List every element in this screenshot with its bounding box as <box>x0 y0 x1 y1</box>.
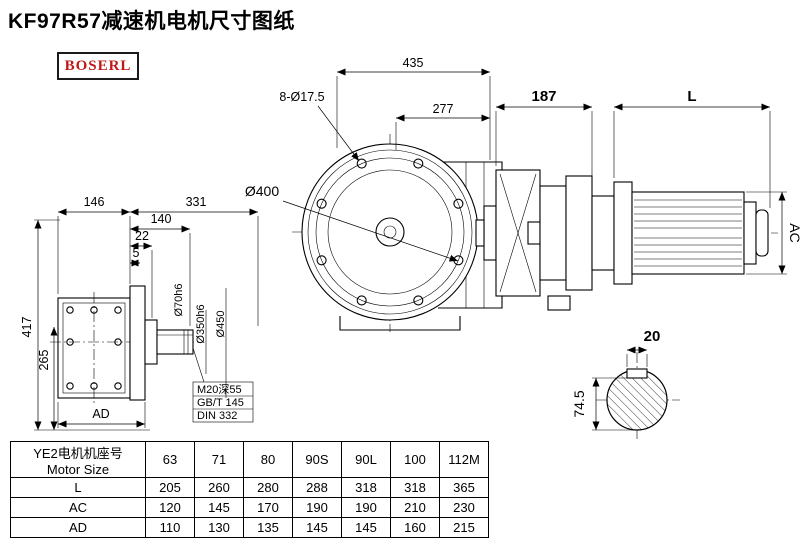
frame-size-col-3: 80 <box>243 441 293 478</box>
dim-417-label: 417 <box>20 317 34 338</box>
gearbox-coupling-blocks <box>495 169 615 311</box>
table-cell: 205 <box>145 477 195 498</box>
row-label-ad: AD <box>10 517 146 538</box>
motor-body <box>613 181 769 285</box>
motor-view-dimensions: 187 L AC <box>495 88 800 275</box>
table-cell: 145 <box>194 497 244 518</box>
table-cell: 190 <box>292 497 342 518</box>
frame-size-col-6: 100 <box>390 441 440 478</box>
gearbox-side-view: 146 331 140 22 5 417 265 <box>20 195 259 431</box>
gearbox-body <box>50 292 204 404</box>
motor-size-header-cell: YE2电机机座号 Motor Size <box>10 441 146 478</box>
tap-hole-note: M20深55 <box>197 383 242 396</box>
shaft-end-notes: M20深55 GB/T 145 DIN 332 <box>192 347 254 423</box>
row-label-ac: AC <box>10 497 146 518</box>
keyway <box>626 368 648 379</box>
section-dimensions: 20 74.5 <box>571 328 661 431</box>
dim-331-label: 331 <box>186 195 207 209</box>
dim-5-label: 5 <box>133 246 140 260</box>
table-cell: 170 <box>243 497 293 518</box>
motor-fins <box>634 199 742 267</box>
dim-140-label: 140 <box>151 212 172 226</box>
table-cell: 280 <box>243 477 293 498</box>
dim-435-label: 435 <box>403 56 424 70</box>
dim-22-label: 22 <box>135 229 149 243</box>
standard-note-din: DIN 332 <box>197 410 237 422</box>
dim-146-label: 146 <box>84 195 105 209</box>
table-cell: 190 <box>341 497 391 518</box>
dim-265-label: 265 <box>37 350 51 371</box>
shaft-diameter-label: Ø70h6 <box>173 283 185 316</box>
dim-l-label: L <box>687 88 696 105</box>
output-flange-and-shaft <box>129 285 194 401</box>
table-cell: 120 <box>145 497 195 518</box>
header-cn: YE2电机机座号 <box>33 445 123 461</box>
dim-277-label: 277 <box>433 102 454 116</box>
output-shaft-stub <box>475 205 497 261</box>
dim-ac-label: AC <box>787 223 800 242</box>
flange-spigot-diameter-label: Ø350h6 <box>195 304 207 343</box>
motor-size-table: YE2电机机座号 Motor Size 63 71 80 90S 90L 100… <box>10 441 489 538</box>
table-cell: 365 <box>439 477 489 498</box>
side-view-dimensions: 146 331 140 22 5 417 265 <box>20 195 259 431</box>
front-view: 435 277 8-Ø17.5 Ø400 <box>245 56 503 332</box>
table-row-ac: AC 120 145 170 190 190 210 230 <box>10 497 489 518</box>
table-cell: 215 <box>439 517 489 538</box>
shaft-section-view: 20 74.5 <box>571 328 680 442</box>
page-title: KF97R57减速机电机尺寸图纸 <box>8 10 295 33</box>
standard-note-gbt: GB/T 145 <box>197 397 244 409</box>
logo-text: BOSERL <box>64 57 132 74</box>
table-cell: 210 <box>390 497 440 518</box>
shaft-section-circle <box>606 369 668 431</box>
keyway-width-label: 20 <box>644 328 661 345</box>
table-cell: 318 <box>390 477 440 498</box>
table-cell: 130 <box>194 517 244 538</box>
header-en: Motor Size <box>46 461 110 477</box>
dim-187-label: 187 <box>531 88 556 105</box>
table-cell: 318 <box>341 477 391 498</box>
front-view-dimensions: 435 277 8-Ø17.5 Ø400 <box>245 56 491 262</box>
section-height-label: 74.5 <box>571 390 587 417</box>
table-cell: 160 <box>390 517 440 538</box>
table-cell: 135 <box>243 517 293 538</box>
table-header-row: YE2电机机座号 Motor Size 63 71 80 90S 90L 100… <box>10 441 489 478</box>
boserl-logo: BOSERL <box>57 52 139 80</box>
motor-side-view: 187 L AC <box>475 88 800 311</box>
table-cell: 288 <box>292 477 342 498</box>
frame-size-col-2: 71 <box>194 441 244 478</box>
dim-ad-label: AD <box>92 407 109 421</box>
frame-size-col-5: 90L <box>341 441 391 478</box>
flange-diameter-label: Ø400 <box>245 183 279 199</box>
flange-circles <box>301 143 479 321</box>
bolt-holes-label: 8-Ø17.5 <box>279 90 324 104</box>
table-row-l: L 205 260 280 288 318 318 365 <box>10 477 489 498</box>
table-cell: 230 <box>439 497 489 518</box>
row-label-l: L <box>10 477 146 498</box>
table-cell: 260 <box>194 477 244 498</box>
frame-size-col-4: 90S <box>292 441 342 478</box>
frame-size-col-7: 112M <box>439 441 489 478</box>
table-cell: 110 <box>145 517 195 538</box>
table-cell: 145 <box>341 517 391 538</box>
table-row-ad: AD 110 130 135 145 145 160 215 <box>10 517 489 538</box>
frame-size-col-1: 63 <box>145 441 195 478</box>
flange-od-label: Ø450 <box>215 311 227 338</box>
table-cell: 145 <box>292 517 342 538</box>
